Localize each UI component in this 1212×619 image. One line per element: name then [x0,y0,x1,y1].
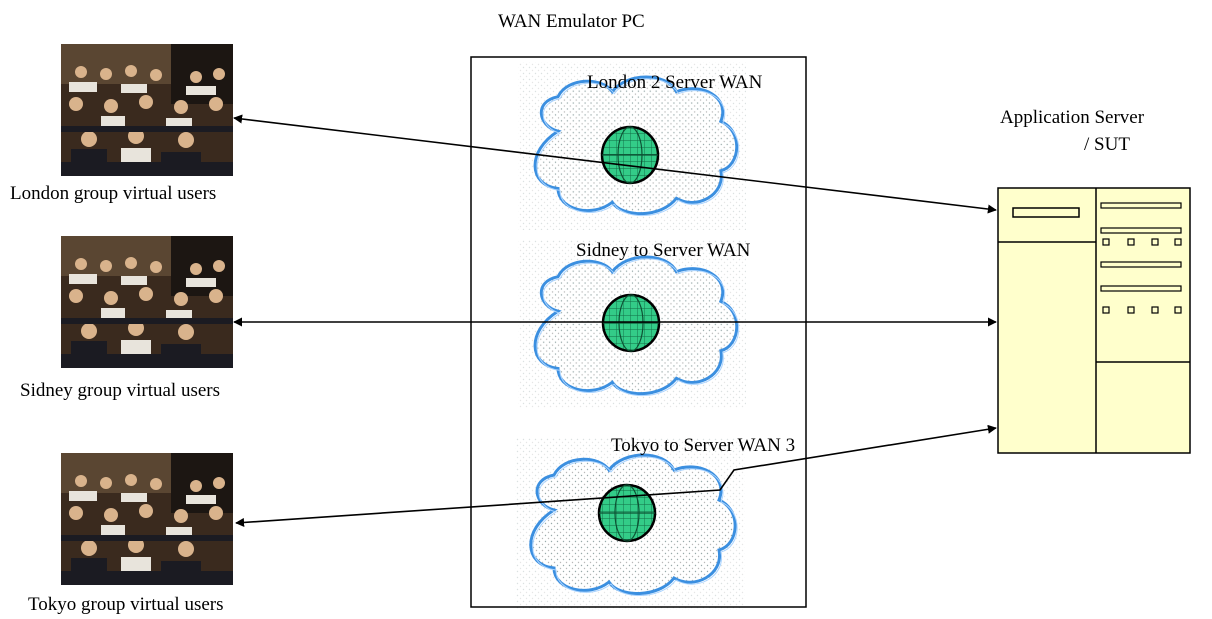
classroom-photo-sidney [61,236,233,368]
wan-label-london: London 2 Server WAN [587,72,763,93]
server-title-line1: Application Server [1000,107,1145,128]
globe-icon-london [600,125,660,185]
wan-label-tokyo: Tokyo to Server WAN 3 [611,435,796,456]
emulator-title: WAN Emulator PC [498,11,645,32]
application-server-cabinet [997,187,1191,454]
server-title-line2: / SUT [1084,134,1130,155]
connection-arrow-tokyo [235,424,997,527]
globe-icon-sidney [601,293,661,353]
group-label-tokyo: Tokyo group virtual users [28,594,224,615]
group-label-london: London group virtual users [10,183,217,204]
connection-arrow-london [233,114,997,214]
classroom-photo-tokyo [61,453,233,585]
classroom-photo-london [61,44,233,176]
wan-emulator-box [470,56,807,608]
classroom-photo-icon [61,453,233,585]
globe-icon-tokyo [597,483,657,543]
classroom-photo-icon [61,236,233,368]
wan-label-sidney: Sidney to Server WAN [576,240,751,261]
group-label-sidney: Sidney group virtual users [20,380,221,401]
classroom-photo-icon [61,44,233,176]
